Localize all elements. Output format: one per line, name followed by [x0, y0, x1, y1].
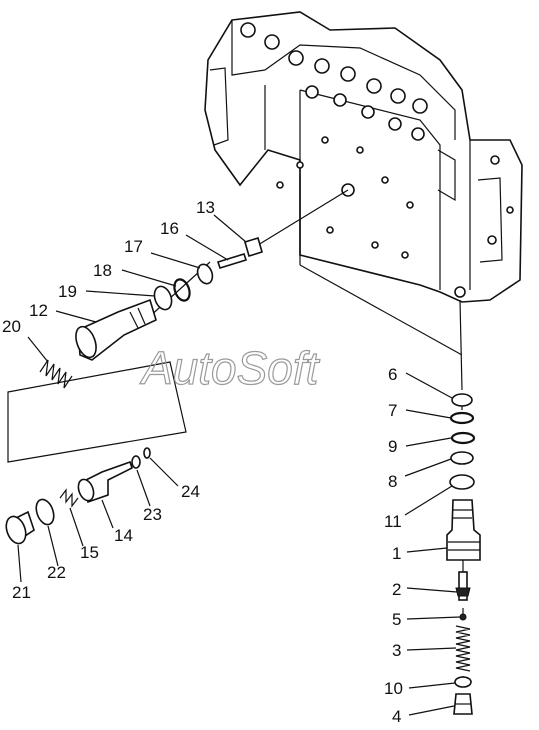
part-10-o-ring	[454, 676, 472, 688]
part-1-valve-housing	[446, 499, 481, 561]
part-15-spring	[59, 488, 79, 508]
callout-labels: 6 7 9 8 11 1 2 5 3 10 4 13 16 17 18 19 1…	[2, 198, 403, 726]
part-17-o-ring	[196, 263, 214, 285]
part-16-pin	[216, 253, 248, 269]
callout-20: 20	[2, 317, 21, 336]
callout-15: 15	[80, 543, 99, 562]
callout-9: 9	[388, 437, 397, 456]
callout-5: 5	[392, 610, 401, 629]
watermark-text: AutoSoft	[139, 342, 321, 394]
part-22-o-ring	[35, 498, 55, 526]
callout-23: 23	[143, 505, 162, 524]
bolt-heads	[240, 22, 428, 141]
valve-body	[204, 11, 523, 303]
callout-18: 18	[93, 261, 112, 280]
callout-14: 14	[114, 526, 133, 545]
callout-3: 3	[392, 641, 401, 660]
part-21-plug	[5, 510, 35, 545]
part-20-spring	[39, 359, 73, 389]
leader-lines	[17, 214, 461, 716]
part-5-ball	[459, 613, 467, 621]
callout-16: 16	[160, 219, 179, 238]
callout-13: 13	[196, 198, 215, 217]
callout-21: 21	[12, 583, 31, 602]
callout-6: 6	[388, 365, 397, 384]
part-2-poppet	[455, 571, 471, 601]
callout-17: 17	[124, 237, 143, 256]
part-18-ring	[173, 278, 191, 302]
callout-11: 11	[384, 512, 402, 531]
callout-12: 12	[29, 301, 48, 320]
part-7-ring	[449, 411, 475, 425]
callout-22: 22	[47, 563, 66, 582]
part-4-plug	[453, 693, 473, 715]
assembly-lines	[7, 175, 464, 686]
callout-8: 8	[388, 472, 397, 491]
part-3-spring	[455, 625, 471, 672]
part-14-spool	[77, 460, 133, 504]
ports	[276, 136, 514, 298]
part-6-o-ring	[451, 393, 473, 407]
part-8-o-ring	[450, 451, 474, 465]
part-11-o-ring	[449, 474, 475, 490]
part-24-o-ring	[143, 447, 151, 459]
callout-24: 24	[181, 482, 200, 501]
callout-2: 2	[392, 580, 401, 599]
callout-7: 7	[388, 401, 397, 420]
callout-4: 4	[392, 707, 401, 726]
part-23-ring	[131, 455, 141, 469]
part-19-ring	[153, 285, 173, 311]
callout-10: 10	[384, 679, 403, 698]
callout-1: 1	[392, 544, 401, 563]
part-13-plug	[244, 236, 263, 258]
callout-19: 19	[58, 282, 77, 301]
part-9-ring	[450, 431, 476, 445]
part-12-valve	[75, 298, 157, 361]
